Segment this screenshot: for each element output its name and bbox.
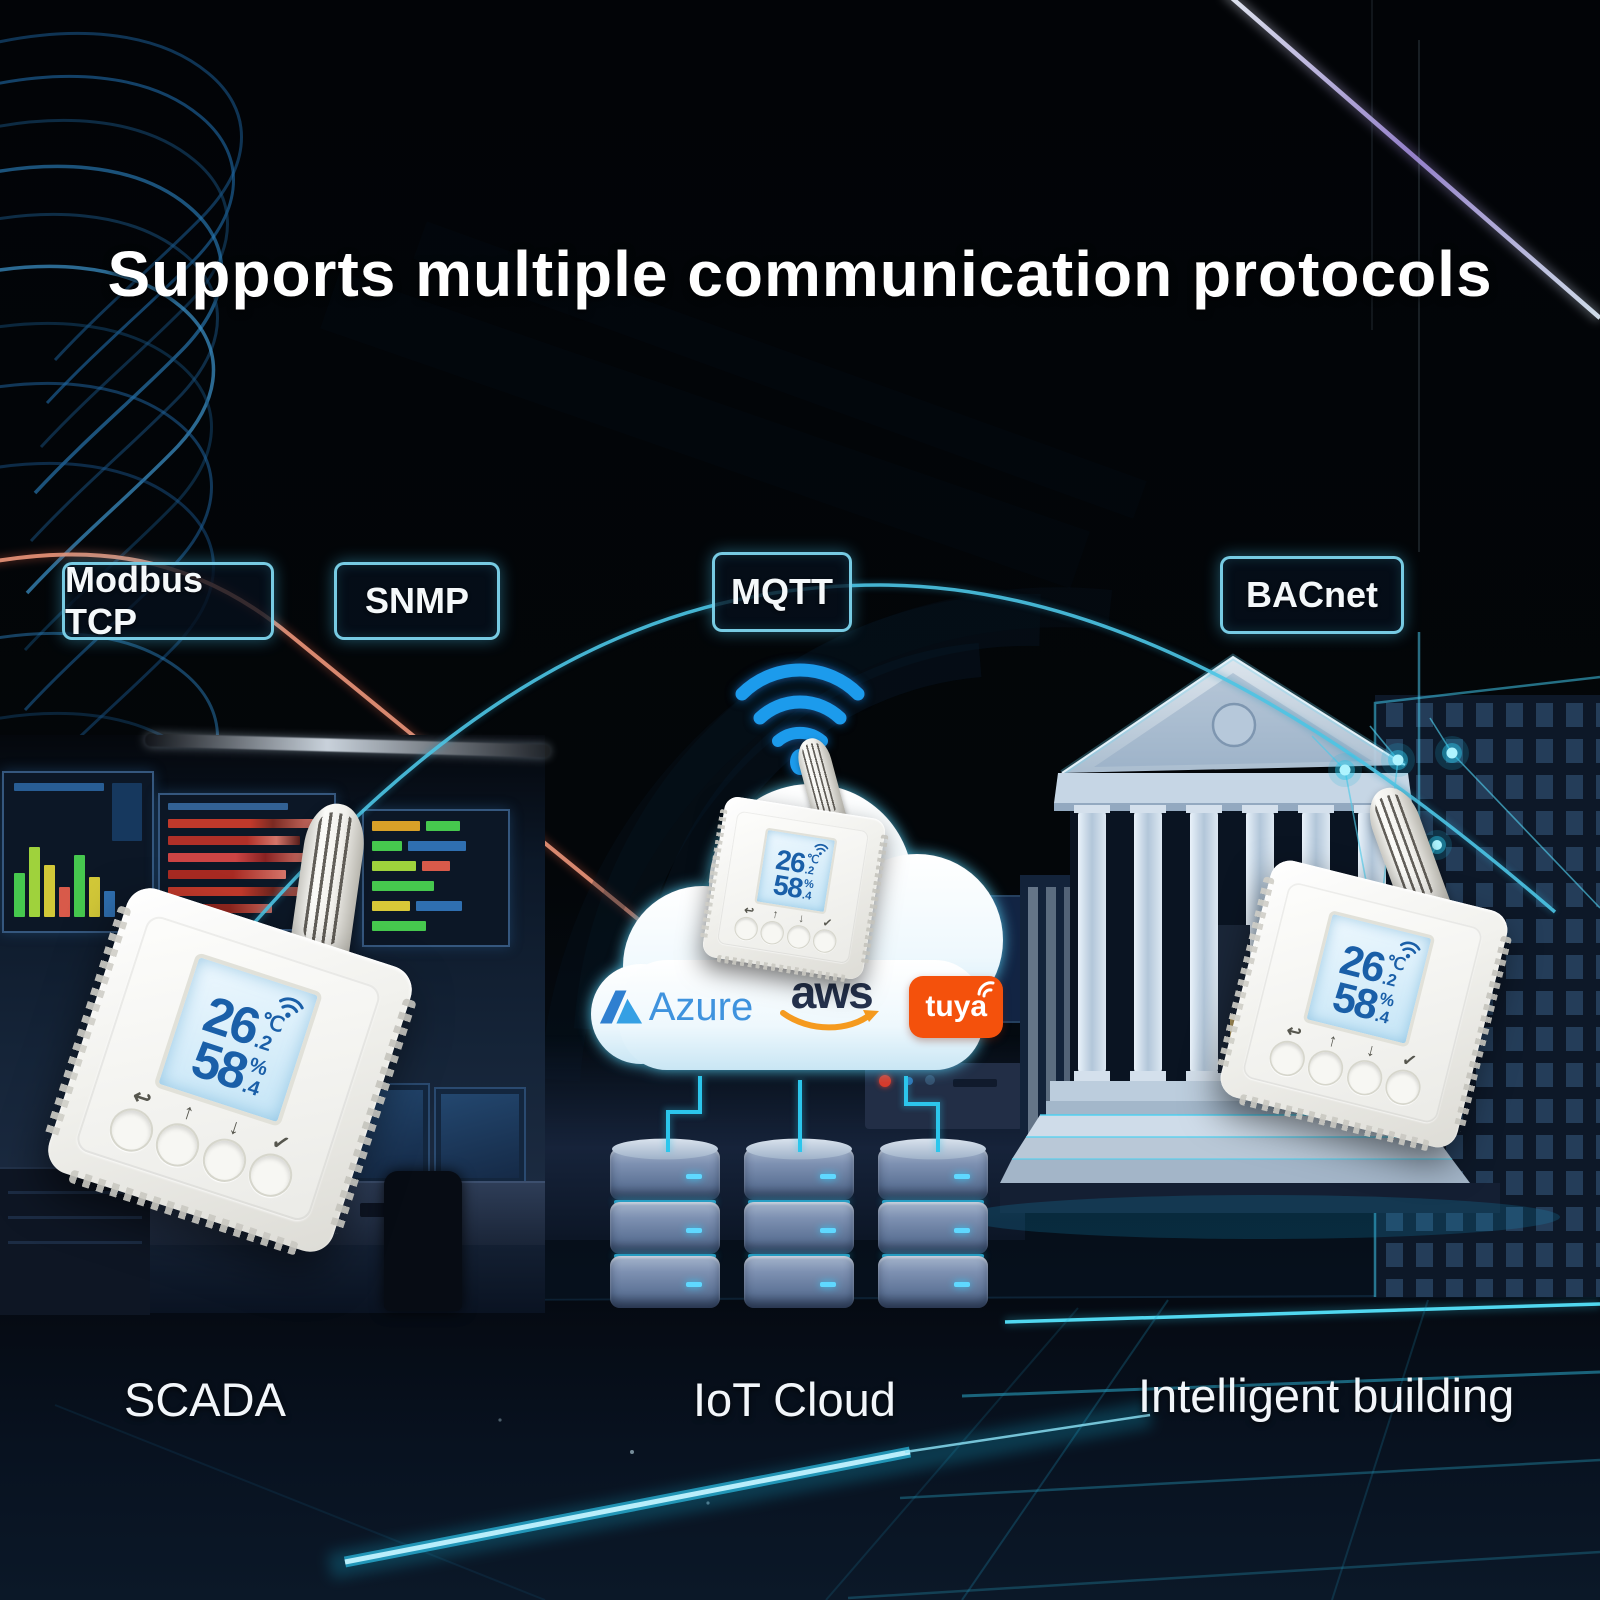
server-stack-3 [878,1138,988,1330]
back-icon: ↩ [1284,1020,1304,1043]
sensor-device-building: 26 ℃.2 58 %.4 ↩ ↑ ↓ ✓ [1215,780,1513,1152]
pediment [1060,653,1407,776]
device-panel: 26 ℃.2 58 %.4 ↩ ↑ ↓ ✓ [716,810,870,965]
aws-logo: aws [779,969,883,1035]
down-icon: ↓ [226,1114,244,1141]
ok-icon: ✓ [821,915,834,931]
probe-vents [301,810,358,948]
floor [0,1298,1600,1600]
down-button: ↓ [784,910,814,951]
back-icon: ↩ [743,903,756,918]
server-stack-2 [744,1138,854,1330]
aws-smile-icon [780,1010,880,1031]
back-button: ↩ [732,902,762,943]
sensor-device-scada: 26 ℃.2 58 %.4 ↩ ↑ ↓ ✓ [41,799,419,1259]
ok-button: ✓ [811,914,841,955]
tuya-logo: tuya [909,976,1004,1038]
lcd-screen: 26 ℃.2 58 %.4 [152,951,324,1128]
bar-chart-pixels [14,831,115,917]
lcd-wifi-icon [814,843,829,855]
lcd-readings: 26 ℃.2 58 %.4 [1306,914,1431,1044]
protocol-badge-bacnet: BACnet [1220,556,1404,634]
humidity-reading: 58 %.4 [770,868,815,905]
label-intelligent-building: Intelligent building [1138,1369,1515,1422]
cloud-logo-row: Azure aws tuya [583,969,1019,1038]
up-icon: ↑ [1326,1030,1340,1052]
lcd-screen: 26 ℃.2 58 %.4 [1302,909,1436,1048]
azure-icon [599,990,642,1024]
device-body: 26 ℃.2 58 %.4 ↩ ↑ ↓ ✓ [41,881,419,1259]
azure-logo: Azure [599,984,754,1030]
device-body: 26 ℃.2 58 %.4 ↩ ↑ ↓ ✓ [699,795,889,983]
up-button: ↑ [758,906,788,947]
server-stack-1 [610,1138,720,1330]
ok-icon: ✓ [1399,1049,1419,1072]
chair [384,1171,462,1311]
lcd-wifi-icon [279,997,304,1018]
lcd-readings: 26 ℃.2 58 %.4 [757,830,835,912]
up-icon: ↑ [771,907,780,921]
floor-grid-lines [0,1294,1600,1600]
badge-label: MQTT [731,571,833,612]
page-title: Supports multiple communication protocol… [107,237,1493,310]
ceiling-light [144,733,551,758]
server-cluster [610,1138,1010,1330]
protocol-badge-mqtt: MQTT [712,552,852,632]
up-icon: ↑ [179,1099,198,1126]
diagonal-neon-line [1226,0,1600,552]
azure-label: Azure [648,984,754,1029]
tuya-signal-icon [977,981,995,998]
lcd-screen: 26 ℃.2 58 %.4 [754,827,838,915]
floor-beam [327,1401,1153,1579]
badge-label: BACnet [1246,574,1378,615]
device-panel: 26 ℃.2 58 %.4 ↩ ↑ ↓ ✓ [73,912,384,1224]
monitor-small-3 [434,1087,526,1185]
down-icon: ↓ [1364,1039,1378,1061]
building-steps [960,1081,1560,1239]
monitor-status [362,809,510,947]
device-body: 26 ℃.2 58 %.4 ↩ ↑ ↓ ✓ [1215,856,1513,1152]
label-iot-cloud: IoT Cloud [693,1373,896,1426]
protocol-badge-modbus-tcp: Modbus TCP [62,559,274,642]
device-panel: 26 ℃.2 58 %.4 ↩ ↑ ↓ ✓ [1241,880,1484,1125]
badge-label: SNMP [364,580,469,621]
label-scada: SCADA [124,1373,286,1426]
protocol-badge-snmp: SNMP [334,562,500,640]
badge-label: Modbus TCP [65,559,203,642]
down-icon: ↓ [797,911,806,926]
sensor-device-cloud: 26 ℃.2 58 %.4 ↩ ↑ ↓ ✓ [699,734,889,983]
lcd-wifi-icon [1400,941,1421,958]
